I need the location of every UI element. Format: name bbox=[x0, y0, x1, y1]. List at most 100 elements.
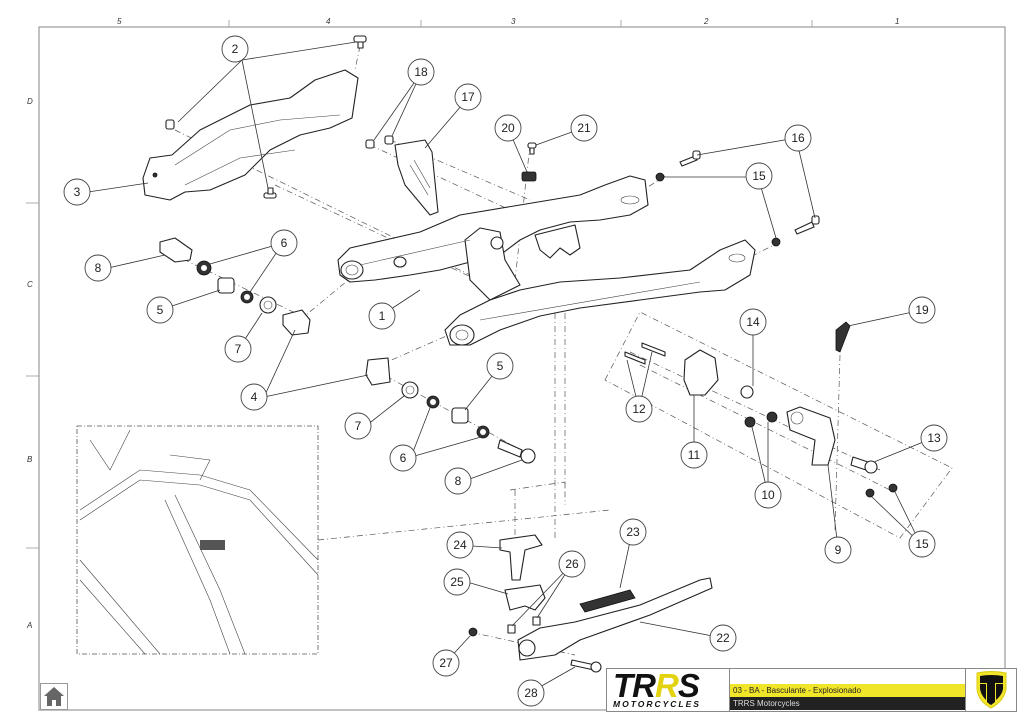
sidestand-mount-parts bbox=[624, 321, 878, 474]
pivot-bearing-set-left bbox=[159, 237, 311, 336]
logo-text-s: S bbox=[677, 667, 700, 704]
svg-text:6: 6 bbox=[281, 236, 288, 250]
svg-text:19: 19 bbox=[915, 303, 929, 317]
sheet-row-label: C bbox=[27, 280, 33, 289]
sheet-column-label: 4 bbox=[326, 17, 331, 26]
callout-11: 11 bbox=[680, 441, 708, 469]
rivet-part bbox=[165, 35, 367, 199]
svg-text:7: 7 bbox=[235, 342, 242, 356]
sheet-column-label: 2 bbox=[704, 17, 709, 26]
sheet-ticks bbox=[26, 20, 813, 549]
svg-text:9: 9 bbox=[835, 543, 842, 557]
svg-text:11: 11 bbox=[688, 448, 701, 462]
sidestand-parts bbox=[468, 534, 713, 673]
callout-19: 19 bbox=[908, 296, 936, 324]
callout-8: 8 bbox=[84, 254, 112, 282]
svg-text:18: 18 bbox=[414, 65, 428, 79]
swingarm-part bbox=[337, 175, 756, 346]
title-block: TRRS MOTORCYCLES 03 - BA - Basculante - … bbox=[606, 667, 1017, 712]
sheet-border bbox=[38, 26, 1006, 711]
callout-24: 24 bbox=[446, 531, 474, 559]
trrs-shield-icon bbox=[976, 671, 1007, 709]
callout-7: 7 bbox=[224, 335, 252, 363]
svg-text:25: 25 bbox=[450, 575, 464, 589]
callouts: 2 3 18 17 20 21 16 15 8 6 5 1 7 4 5 7 6 … bbox=[63, 35, 948, 707]
drawing-title: 03 - BA - Basculante - Explosionado bbox=[730, 684, 965, 697]
callout-17: 17 bbox=[454, 83, 482, 111]
svg-text:8: 8 bbox=[455, 474, 462, 488]
callout-25: 25 bbox=[443, 568, 471, 596]
svg-text:15: 15 bbox=[915, 537, 929, 551]
trrs-logo: TRRS MOTORCYCLES bbox=[607, 667, 730, 711]
callout-4: 4 bbox=[240, 383, 268, 411]
svg-text:23: 23 bbox=[626, 525, 640, 539]
chain-guard-plate-part bbox=[394, 139, 439, 216]
bracket-bolt-part bbox=[521, 142, 537, 182]
svg-text:16: 16 bbox=[791, 131, 805, 145]
sheet-row-label: A bbox=[27, 621, 33, 630]
svg-text:8: 8 bbox=[95, 261, 102, 275]
logo-subtitle: MOTORCYCLES bbox=[613, 699, 701, 709]
callout-21: 21 bbox=[570, 114, 598, 142]
svg-text:26: 26 bbox=[565, 557, 579, 571]
callout-28: 28 bbox=[517, 679, 545, 707]
home-icon bbox=[44, 687, 64, 706]
svg-text:20: 20 bbox=[501, 121, 515, 135]
svg-text:27: 27 bbox=[439, 656, 453, 670]
svg-text:15: 15 bbox=[752, 169, 766, 183]
detail-view-frame-sketch bbox=[79, 429, 319, 655]
detail-view-box bbox=[76, 425, 319, 655]
logo-wordmark: TRRS bbox=[613, 667, 700, 705]
callout-9: 9 bbox=[824, 536, 852, 564]
logo-text-tr: TR bbox=[613, 667, 656, 704]
svg-text:10: 10 bbox=[761, 488, 775, 502]
svg-text:5: 5 bbox=[157, 303, 164, 317]
callout-12: 12 bbox=[625, 395, 653, 423]
callout-5: 5 bbox=[486, 352, 514, 380]
sheet-column-label: 5 bbox=[117, 17, 122, 26]
sidestand-group-box bbox=[604, 311, 953, 539]
sheet-row-label: D bbox=[27, 97, 33, 106]
svg-text:17: 17 bbox=[461, 90, 475, 104]
svg-text:28: 28 bbox=[524, 686, 538, 700]
chain-guide-part bbox=[142, 69, 359, 201]
callout-15: 15 bbox=[908, 530, 936, 558]
callout-5: 5 bbox=[146, 296, 174, 324]
callout-7: 7 bbox=[344, 412, 372, 440]
callout-2: 2 bbox=[221, 35, 249, 63]
svg-text:7: 7 bbox=[355, 419, 362, 433]
callout-13: 13 bbox=[920, 424, 948, 452]
callout-10: 10 bbox=[754, 481, 782, 509]
svg-text:14: 14 bbox=[746, 315, 760, 329]
callout-8: 8 bbox=[444, 467, 472, 495]
home-button[interactable] bbox=[40, 683, 68, 710]
sheet-column-label: 1 bbox=[895, 17, 900, 26]
svg-text:21: 21 bbox=[577, 121, 591, 135]
callout-16: 16 bbox=[784, 124, 812, 152]
pivot-bearing-set-right bbox=[365, 357, 536, 464]
sheet-row-label: B bbox=[27, 455, 33, 464]
callout-18: 18 bbox=[407, 58, 435, 86]
callout-1: 1 bbox=[368, 302, 396, 330]
sheet-column-label: 3 bbox=[511, 17, 516, 26]
callout-20: 20 bbox=[494, 114, 522, 142]
svg-text:22: 22 bbox=[716, 631, 730, 645]
callout-15: 15 bbox=[745, 162, 773, 190]
assembly-line bbox=[509, 481, 566, 505]
callout-23: 23 bbox=[619, 518, 647, 546]
company-name: TRRS Motorcycles bbox=[730, 697, 965, 710]
callout-6: 6 bbox=[270, 229, 298, 257]
svg-text:24: 24 bbox=[453, 538, 467, 552]
svg-text:1: 1 bbox=[379, 309, 386, 323]
logo-text-r: R bbox=[655, 667, 679, 704]
callout-6: 6 bbox=[389, 444, 417, 472]
callout-22: 22 bbox=[709, 624, 737, 652]
callout-3: 3 bbox=[63, 178, 91, 206]
callout-14: 14 bbox=[739, 308, 767, 336]
axle-adjuster-bolt-part bbox=[655, 150, 898, 498]
svg-text:13: 13 bbox=[927, 431, 941, 445]
svg-text:5: 5 bbox=[497, 359, 504, 373]
bolt-part bbox=[365, 135, 394, 149]
callout-27: 27 bbox=[432, 649, 460, 677]
